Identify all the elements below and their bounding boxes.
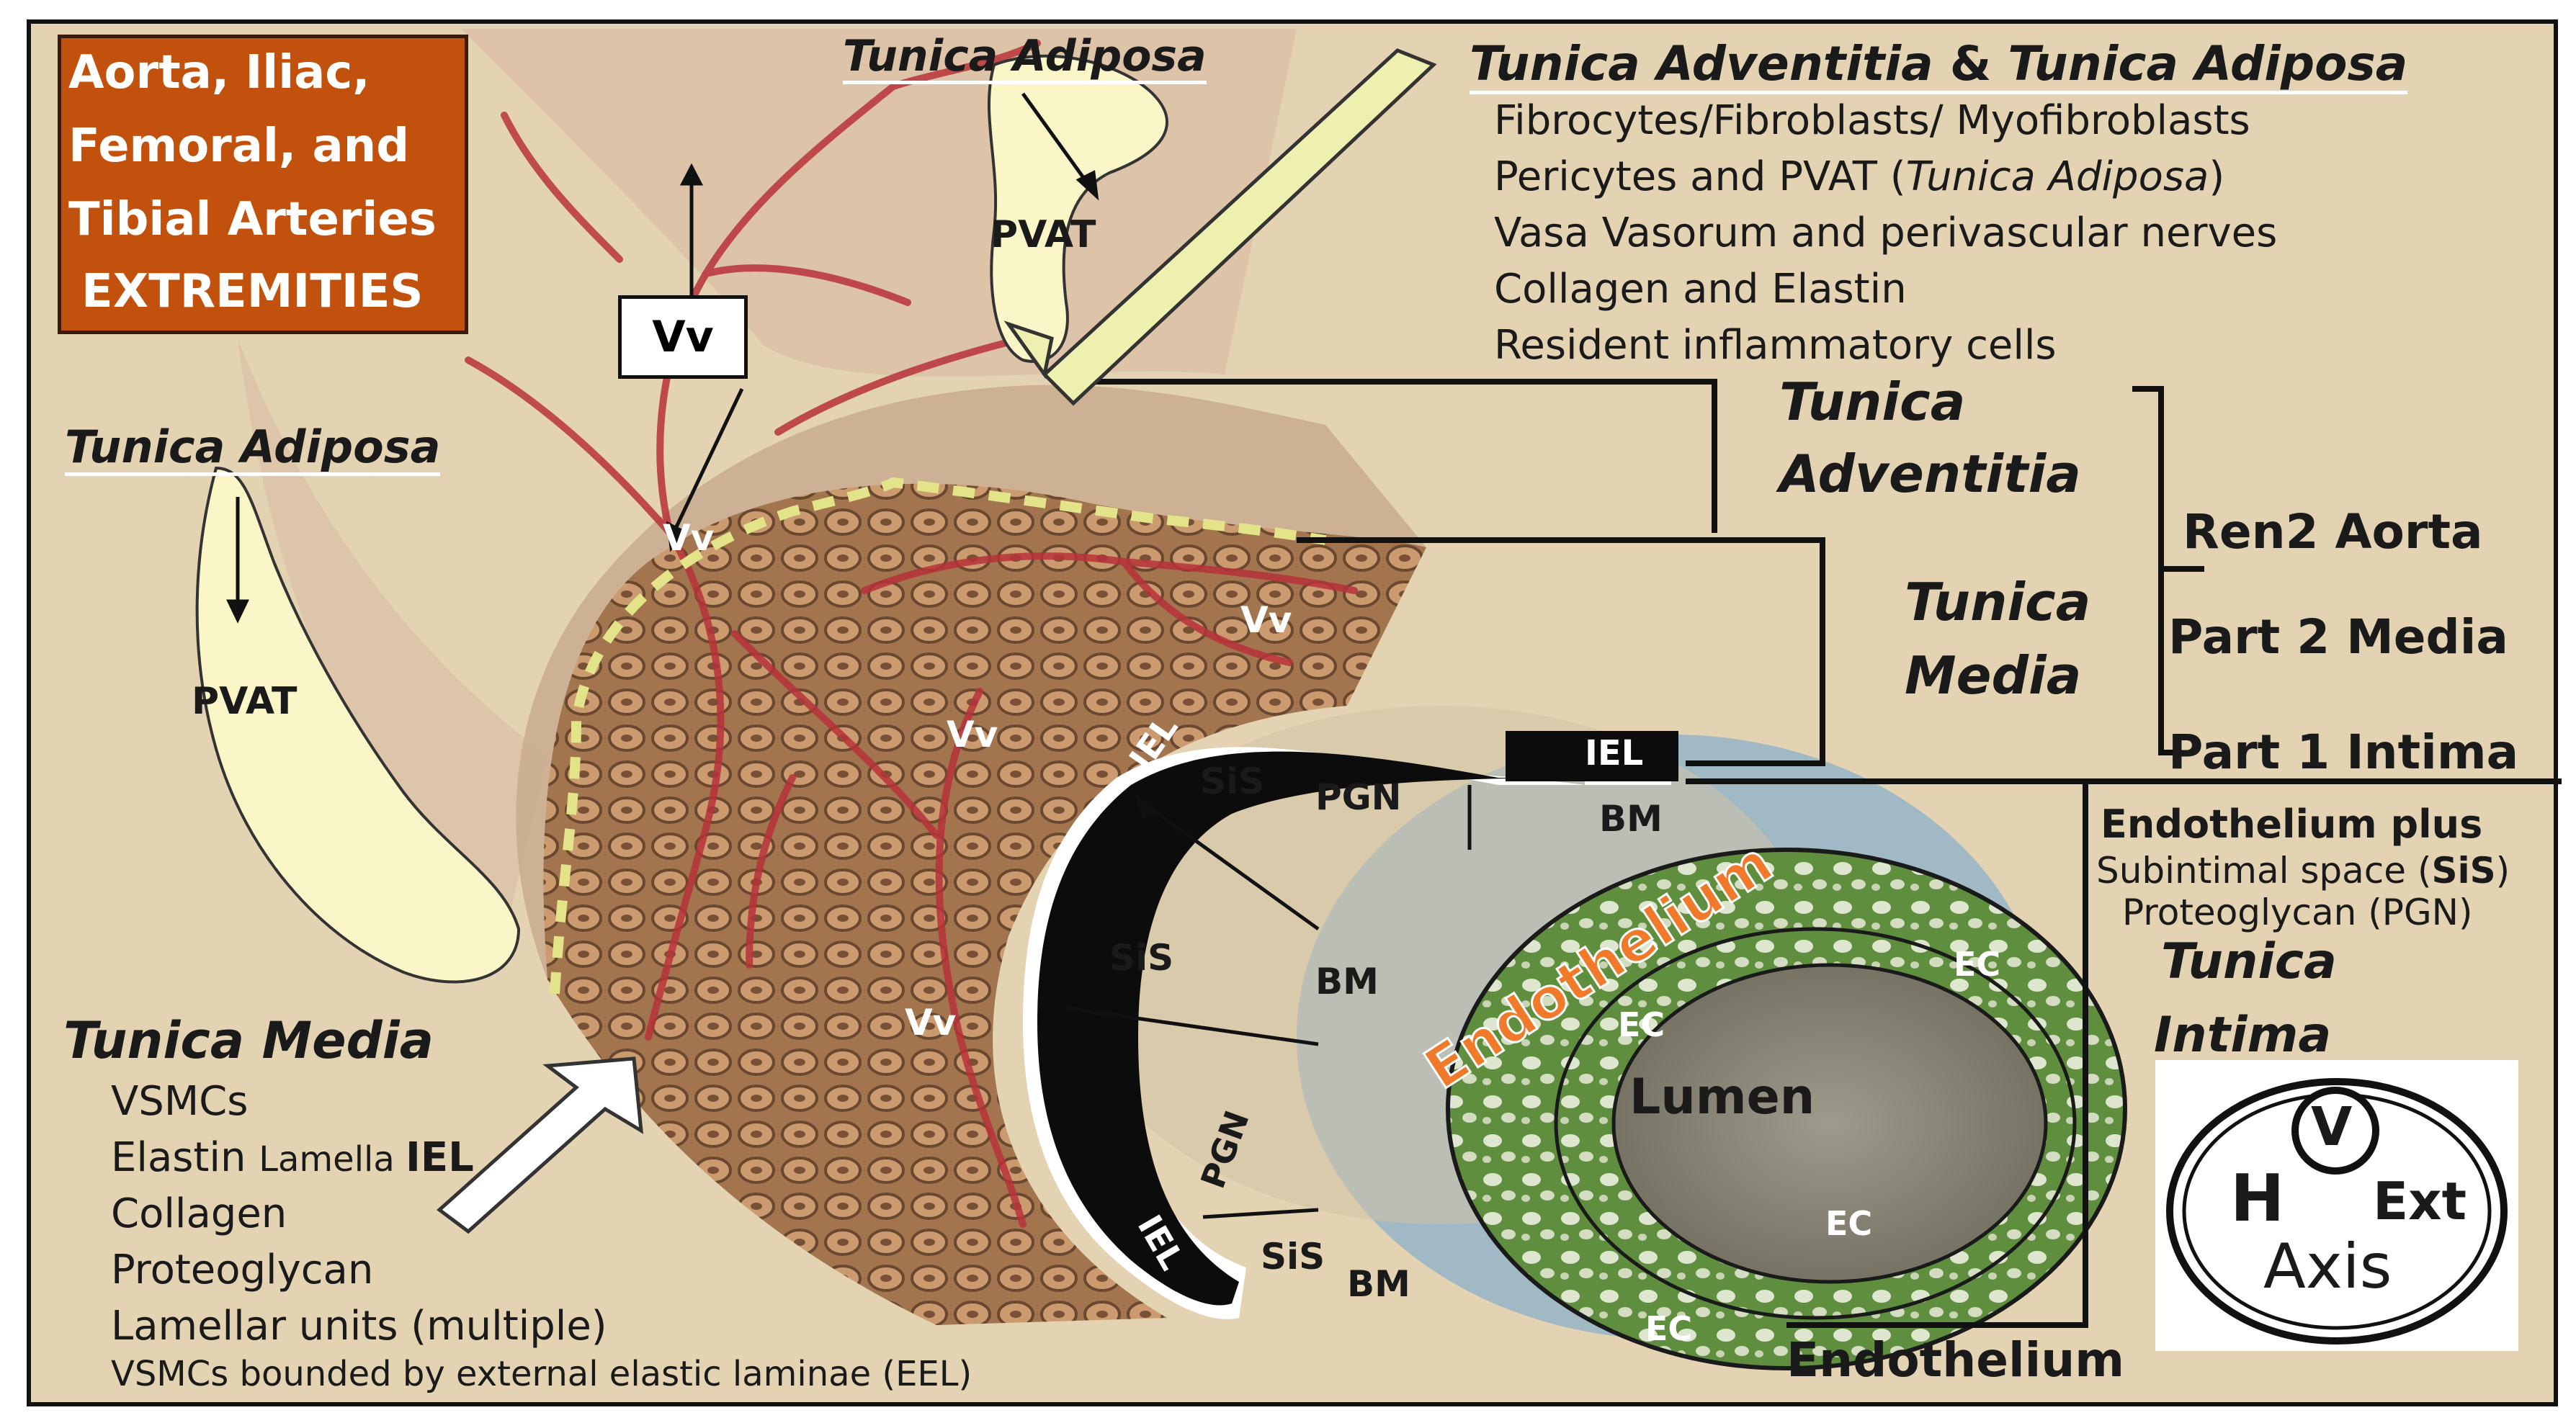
intima-title-2: Intima — [2154, 1007, 2332, 1064]
vv-label-1: Vv — [663, 517, 715, 559]
adventitia-item-3: Vasa Vasorum and perivascular nerves — [1494, 210, 2278, 256]
pvat-top-label: PVAT — [990, 213, 1096, 256]
vasa-vasorum-network — [465, 40, 1358, 1228]
ec-label-3: EC — [1825, 1204, 1873, 1243]
adventitia-item-2-close: ) — [2209, 153, 2225, 200]
adventitia-heading: Tunica Adventitia & Tunica Adiposa — [1470, 40, 2408, 94]
pvat-top-shape — [987, 54, 1168, 363]
tunica-adiposa-left-label: Tunica Adiposa — [65, 425, 441, 476]
media-item-lamella: Lamella — [259, 1139, 406, 1180]
media-item-collagen: Collagen — [111, 1190, 287, 1237]
title-box: Aorta, Iliac, Femoral, and Tibial Arteri… — [58, 35, 468, 334]
adventitia-item-1: Fibrocytes/Fibroblasts/ Myofibroblasts — [1494, 97, 2250, 144]
adventitia-item-2: Pericytes and PVAT (Tunica Adiposa) — [1494, 157, 2224, 197]
ec-label-2: EC — [1618, 1005, 1665, 1044]
axis-logo-graphic — [2166, 1078, 2508, 1345]
axis-logo: V H Ext Axis — [2155, 1060, 2518, 1351]
adventitia-layer-label-1: Tunica — [1779, 372, 1966, 432]
vv-label-2: Vv — [1240, 599, 1292, 641]
vv-box: Vv — [618, 295, 748, 379]
lumen-area — [1611, 963, 2048, 1284]
pvat-left-label: PVAT — [192, 680, 298, 723]
intima-title-1: Tunica — [2161, 933, 2337, 990]
ec-label-1: EC — [1954, 945, 2001, 984]
intima-line-2-bold: SiS — [2431, 850, 2496, 892]
adventitia-media-boundary — [550, 477, 1327, 995]
iel-top-block — [1506, 731, 1678, 781]
bm-label-1: BM — [1599, 798, 1663, 840]
vv-label-4: Vv — [905, 1002, 957, 1043]
media-item-proteoglycan: Proteoglycan — [111, 1247, 374, 1293]
tunica-adiposa-top-label: Tunica Adiposa — [843, 35, 1207, 84]
adventitia-layer-label-2: Adventitia — [1779, 444, 2081, 504]
adventitia-layer — [516, 385, 1426, 979]
part1-intima-label: Part 1 Intima — [2168, 724, 2519, 780]
axis-logo-h: H — [2230, 1161, 2285, 1236]
adventitia-heading-part1: Tunica Adventitia — [1470, 36, 1933, 91]
sis-label-2: SiS — [1109, 937, 1174, 979]
ec-label-4: EC — [1645, 1309, 1693, 1348]
media-item-elastin: Elastin Lamella IEL — [111, 1138, 474, 1178]
ren2-aorta-label: Ren2 Aorta — [2183, 504, 2483, 560]
media-item-iel: IEL — [406, 1134, 474, 1181]
intima-line-2-text: Subintimal space ( — [2096, 850, 2432, 892]
intima-line-1: Endothelium plus — [2101, 802, 2483, 847]
media-layer-label-1: Tunica — [1905, 572, 2091, 632]
pointer-arrows — [226, 92, 1472, 1219]
adventitia-item-5: Resident inflammatory cells — [1494, 322, 2057, 369]
sis-label-1: SiS — [1200, 760, 1265, 802]
adventitia-item-2-text: Pericytes and PVAT ( — [1494, 153, 1906, 200]
adventitia-item-2-italic: Tunica Adiposa — [1905, 153, 2209, 200]
media-hollow-arrow — [437, 1056, 643, 1234]
iel-top-label: IEL — [1585, 733, 1644, 773]
axis-logo-v: V — [2311, 1096, 2353, 1158]
title-line-1: Aorta, Iliac, — [68, 46, 370, 99]
adventitia-hollow-arrow — [1003, 48, 1437, 406]
background-tissue-left — [238, 338, 547, 936]
lumen-label: Lumen — [1629, 1069, 1815, 1126]
title-line-4: EXTREMITIES — [81, 265, 424, 318]
adventitia-item-4: Collagen and Elastin — [1494, 266, 1907, 313]
axis-logo-axis: Axis — [2263, 1231, 2392, 1303]
axis-logo-ext: Ext — [2373, 1171, 2467, 1231]
title-line-3: Tibial Arteries — [68, 193, 437, 246]
media-layer — [543, 483, 1426, 1325]
media-item-lamellar-units: Lamellar units (multiple) — [111, 1303, 607, 1350]
media-item-vsmcs: VSMCs — [111, 1078, 249, 1125]
pvat-left-shape — [195, 466, 521, 984]
bm-label-3: BM — [1347, 1263, 1410, 1305]
layer-bracket-lines — [1059, 379, 2562, 1328]
endothelium-bottom-label: Endothelium — [1786, 1332, 2124, 1388]
vv-label-3: Vv — [947, 714, 998, 755]
media-heading: Tunica Media — [63, 1011, 434, 1070]
bm-label-2: BM — [1315, 961, 1379, 1002]
adventitia-heading-part2: Tunica Adiposa — [2008, 36, 2408, 91]
sis-label-3: SiS — [1261, 1236, 1325, 1278]
intima-line-2-end: ) — [2495, 850, 2510, 892]
intima-line-3: Proteoglycan (PGN) — [2122, 892, 2473, 933]
media-footnote: VSMCs bounded by external elastic lamina… — [111, 1354, 972, 1394]
adventitia-heading-amp: & — [1949, 36, 1992, 91]
title-line-2: Femoral, and — [68, 120, 410, 173]
media-layer-label-2: Media — [1905, 645, 2082, 706]
part2-media-label: Part 2 Media — [2168, 609, 2508, 665]
media-item-elastin-text: Elastin — [111, 1134, 259, 1181]
intima-line-2: Subintimal space (SiS) — [2096, 853, 2510, 889]
endothelium-inner-outline — [1554, 927, 2077, 1320]
pgn-label-1: PGN — [1315, 776, 1402, 818]
